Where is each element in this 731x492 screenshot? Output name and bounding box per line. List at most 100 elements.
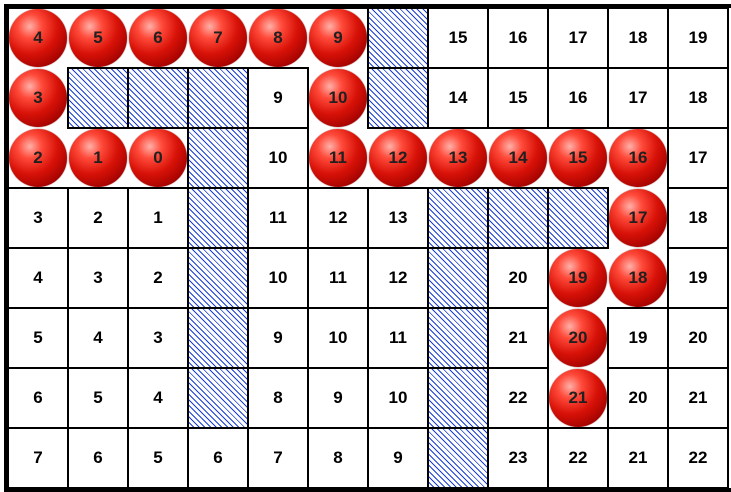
maze-cell[interactable]: 5: [128, 428, 188, 488]
cell-distance: 8: [308, 428, 368, 488]
grid-line: [247, 187, 309, 189]
maze-cell[interactable]: 6: [8, 368, 68, 428]
path-cell[interactable]: 21: [548, 368, 608, 428]
maze-cell[interactable]: 3: [128, 308, 188, 368]
grid-line: [487, 187, 489, 249]
path-cell[interactable]: 3: [8, 68, 68, 128]
maze-cell[interactable]: 9: [368, 428, 428, 488]
maze-cell[interactable]: 20: [608, 368, 668, 428]
maze-cell[interactable]: 10: [248, 128, 308, 188]
grid-line: [247, 367, 249, 429]
maze-cell[interactable]: 12: [368, 248, 428, 308]
path-cell[interactable]: 20: [548, 308, 608, 368]
path-cell[interactable]: 0: [128, 128, 188, 188]
grid-line: [667, 367, 729, 369]
path-cell[interactable]: 16: [608, 128, 668, 188]
maze-cell[interactable]: 18: [608, 8, 668, 68]
maze-cell[interactable]: 17: [668, 128, 728, 188]
grid-line: [127, 127, 189, 129]
maze-cell[interactable]: 9: [248, 68, 308, 128]
maze-cell[interactable]: 4: [128, 368, 188, 428]
maze-cell[interactable]: 3: [8, 188, 68, 248]
maze-cell[interactable]: 17: [548, 8, 608, 68]
maze-cell[interactable]: 9: [248, 308, 308, 368]
path-cell[interactable]: 8: [248, 8, 308, 68]
cell-distance: 8: [248, 8, 308, 68]
maze-cell[interactable]: 7: [8, 428, 68, 488]
maze-cell[interactable]: 18: [668, 188, 728, 248]
maze-cell[interactable]: 19: [668, 8, 728, 68]
maze-cell[interactable]: 18: [668, 68, 728, 128]
maze-cell[interactable]: 8: [308, 428, 368, 488]
path-cell[interactable]: 6: [128, 8, 188, 68]
maze-cell[interactable]: 22: [488, 368, 548, 428]
grid-line: [427, 67, 429, 129]
maze-cell[interactable]: 3: [68, 248, 128, 308]
maze-cell[interactable]: 4: [8, 248, 68, 308]
maze-cell[interactable]: 9: [308, 368, 368, 428]
maze-cell[interactable]: 22: [548, 428, 608, 488]
path-cell[interactable]: 5: [68, 8, 128, 68]
maze-cell[interactable]: 7: [248, 428, 308, 488]
maze-cell[interactable]: 12: [308, 188, 368, 248]
maze-cell[interactable]: 6: [68, 428, 128, 488]
maze-cell[interactable]: 2: [128, 248, 188, 308]
path-cell[interactable]: 14: [488, 128, 548, 188]
maze-cell[interactable]: 16: [488, 8, 548, 68]
grid-line: [7, 367, 69, 369]
maze-cell[interactable]: 20: [668, 308, 728, 368]
maze-cell[interactable]: 2: [68, 188, 128, 248]
maze-cell[interactable]: 13: [368, 188, 428, 248]
maze-cell[interactable]: 15: [428, 8, 488, 68]
maze-cell[interactable]: 11: [248, 188, 308, 248]
maze-cell[interactable]: 17: [608, 68, 668, 128]
path-cell[interactable]: 9: [308, 8, 368, 68]
maze-cell[interactable]: 5: [8, 308, 68, 368]
grid-line: [67, 247, 129, 249]
maze-cell[interactable]: 19: [608, 308, 668, 368]
maze-cell[interactable]: 1: [128, 188, 188, 248]
maze-cell[interactable]: 6: [188, 428, 248, 488]
path-cell[interactable]: 18: [608, 248, 668, 308]
path-cell[interactable]: 11: [308, 128, 368, 188]
maze-cell[interactable]: 15: [488, 68, 548, 128]
path-cell[interactable]: 4: [8, 8, 68, 68]
maze-cell[interactable]: 4: [68, 308, 128, 368]
maze-cell[interactable]: 10: [368, 368, 428, 428]
grid-line: [307, 247, 369, 249]
maze-cell[interactable]: 21: [488, 308, 548, 368]
cell-distance: 10: [248, 248, 308, 308]
path-cell[interactable]: 1: [68, 128, 128, 188]
maze-cell[interactable]: 19: [668, 248, 728, 308]
path-cell[interactable]: 2: [8, 128, 68, 188]
maze-cell[interactable]: 23: [488, 428, 548, 488]
maze-cell[interactable]: 5: [68, 368, 128, 428]
wall-cell: [428, 248, 488, 308]
maze-cell[interactable]: 11: [308, 248, 368, 308]
grid-line: [367, 187, 369, 249]
maze-cell[interactable]: 21: [668, 368, 728, 428]
grid-line: [67, 247, 69, 309]
maze-cell[interactable]: 11: [368, 308, 428, 368]
path-cell[interactable]: 12: [368, 128, 428, 188]
grid-line: [307, 427, 309, 489]
path-cell[interactable]: 10: [308, 68, 368, 128]
maze-cell[interactable]: 14: [428, 68, 488, 128]
path-cell[interactable]: 15: [548, 128, 608, 188]
maze-cell[interactable]: 20: [488, 248, 548, 308]
maze-cell[interactable]: 22: [668, 428, 728, 488]
maze-cell[interactable]: 21: [608, 428, 668, 488]
maze-cell[interactable]: 10: [248, 248, 308, 308]
grid-line: [487, 307, 489, 369]
grid-line: [427, 367, 489, 369]
maze-cell[interactable]: 8: [248, 368, 308, 428]
maze-cell[interactable]: 16: [548, 68, 608, 128]
path-cell[interactable]: 17: [608, 188, 668, 248]
maze-cell[interactable]: 10: [308, 308, 368, 368]
cell-distance: 12: [368, 248, 428, 308]
path-cell[interactable]: 19: [548, 248, 608, 308]
grid-line: [727, 67, 729, 129]
grid-line: [247, 127, 309, 129]
path-cell[interactable]: 7: [188, 8, 248, 68]
path-cell[interactable]: 13: [428, 128, 488, 188]
